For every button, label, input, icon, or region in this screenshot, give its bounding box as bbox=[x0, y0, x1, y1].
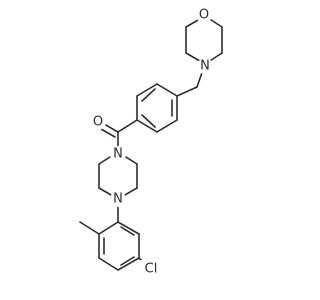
atom-label-background bbox=[90, 114, 106, 130]
bond bbox=[136, 83, 158, 97]
molecule-structure-diagram: O N O N N Cl bbox=[79, 7, 223, 277]
bonds bbox=[79, 15, 223, 271]
bond bbox=[103, 123, 119, 133]
atom-label-background bbox=[196, 7, 212, 23]
bond bbox=[176, 86, 198, 97]
bond bbox=[79, 221, 100, 235]
bond bbox=[120, 256, 135, 266]
bond bbox=[136, 119, 158, 133]
bond bbox=[117, 257, 140, 271]
atom-labels: O N O N N Cl bbox=[90, 7, 213, 277]
atom-label-chlorine: Cl bbox=[145, 262, 158, 277]
bond bbox=[156, 119, 178, 133]
atom-label-oxygen-morpholine: O bbox=[199, 8, 209, 23]
bond bbox=[100, 128, 116, 138]
atom-label-background bbox=[110, 146, 126, 162]
bond bbox=[156, 83, 178, 97]
atom-label-nitrogen-piperazine-top: N bbox=[113, 147, 123, 162]
bond bbox=[98, 257, 119, 271]
atom-label-nitrogen-morpholine: N bbox=[200, 59, 210, 74]
bond bbox=[117, 221, 140, 235]
atom-label-oxygen-carbonyl: O bbox=[93, 115, 103, 130]
bond bbox=[98, 221, 119, 235]
atom-label-background bbox=[140, 260, 160, 276]
bond bbox=[117, 119, 138, 133]
atom-label-background bbox=[110, 191, 126, 207]
bond bbox=[141, 88, 156, 102]
atom-label-nitrogen-piperazine-bottom: N bbox=[113, 192, 123, 207]
atom-label-background bbox=[197, 58, 213, 74]
bond bbox=[120, 226, 135, 236]
bond bbox=[141, 114, 156, 128]
